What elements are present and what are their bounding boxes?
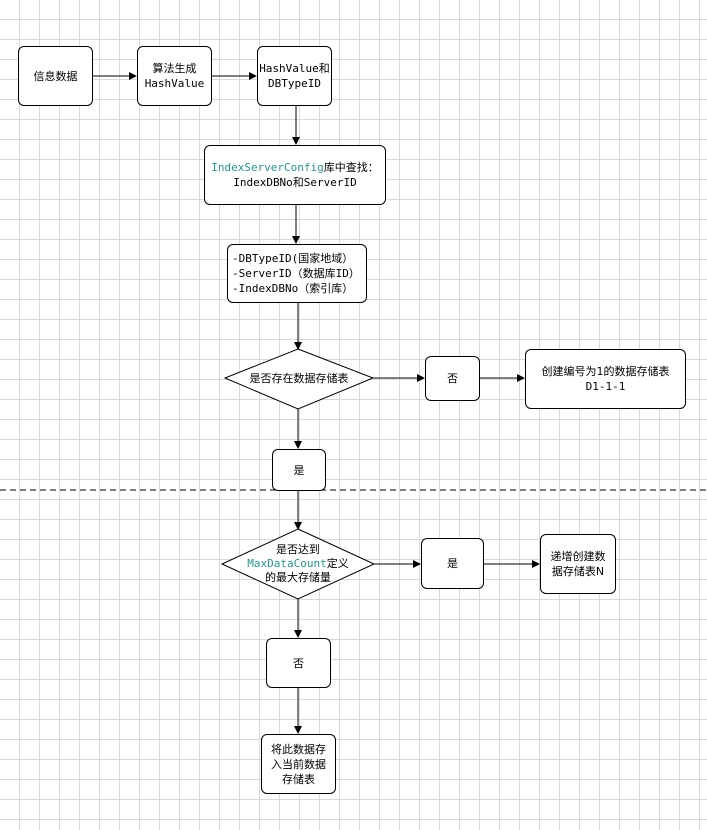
- no-label-2: 否: [293, 656, 304, 670]
- decision-max-line-3: 的最大存储量: [265, 571, 331, 584]
- incr-line-1: 递增创建数: [550, 550, 606, 563]
- hash-dbtype-node: HashValue和 DBTypeID: [257, 46, 332, 106]
- id-list-item-server: -ServerID（数据库ID）: [232, 267, 360, 280]
- decision-exists-text: 是否存在数据存储表: [249, 372, 349, 385]
- decision-exists-label: 是否存在数据存储表: [225, 349, 373, 409]
- index-lookup-suffix: 库中查找：: [323, 161, 379, 174]
- create-first-table-node: 创建编号为1的数据存储表 D1-1-1: [525, 349, 686, 409]
- decision-max-label: 是否达到 MaxDataCount定义 的最大存储量: [222, 536, 374, 592]
- no-label-1: 否: [447, 372, 458, 385]
- yes-node-1: 是: [272, 449, 326, 491]
- yes-label-2: 是: [447, 557, 458, 570]
- algo-line-1: 算法生成: [152, 62, 197, 75]
- index-lookup-node: IndexServerConfig库中查找： IndexDBNo和ServerI…: [204, 145, 386, 205]
- id-list-item-indexdb: -IndexDBNo（索引库）: [232, 282, 354, 295]
- store-line-3: 存储表: [282, 772, 315, 786]
- info-data-label: 信息数据: [33, 69, 78, 83]
- id-list-item-dbtype: -DBTypeID(国家地域）: [232, 252, 354, 265]
- store-line-1: 将此数据存: [271, 742, 326, 756]
- index-server-config-text: IndexServerConfig: [211, 161, 324, 174]
- yes-node-2: 是: [421, 538, 484, 589]
- decision-exists-shape: [223, 348, 375, 410]
- hash-line-1: HashValue和: [259, 62, 330, 75]
- hash-line-2: DBTypeID: [268, 77, 321, 90]
- index-lookup-line-2: IndexDBNo和ServerID: [233, 176, 357, 189]
- id-list-node: -DBTypeID(国家地域） -ServerID（数据库ID） -IndexD…: [227, 244, 367, 303]
- decision-max-suffix: 定义: [326, 557, 349, 570]
- index-lookup-line-1: IndexServerConfig库中查找：: [211, 160, 379, 175]
- info-data-node: 信息数据: [18, 46, 93, 106]
- store-data-node: 将此数据存 入当前数据 存储表: [261, 734, 336, 794]
- create-first-line-2: D1-1-1: [585, 380, 626, 393]
- decision-max-line-1: 是否达到: [276, 543, 320, 556]
- no-node-2: 否: [266, 638, 331, 688]
- store-line-2: 入当前数据: [271, 757, 326, 771]
- decision-max-shape: [220, 528, 376, 600]
- create-first-line-1: 创建编号为1的数据存储表: [541, 365, 670, 378]
- max-data-count-text: MaxDataCount: [247, 557, 327, 570]
- decision-max-line-2: MaxDataCount定义: [247, 557, 348, 571]
- incr-line-2: 据存储表N: [551, 565, 605, 578]
- algo-line-2: HashValue: [144, 77, 205, 90]
- no-node-1: 否: [425, 356, 480, 401]
- incremental-create-node: 递增创建数 据存储表N: [540, 534, 616, 594]
- yes-label-1: 是: [293, 463, 305, 477]
- algo-node: 算法生成 HashValue: [137, 46, 212, 106]
